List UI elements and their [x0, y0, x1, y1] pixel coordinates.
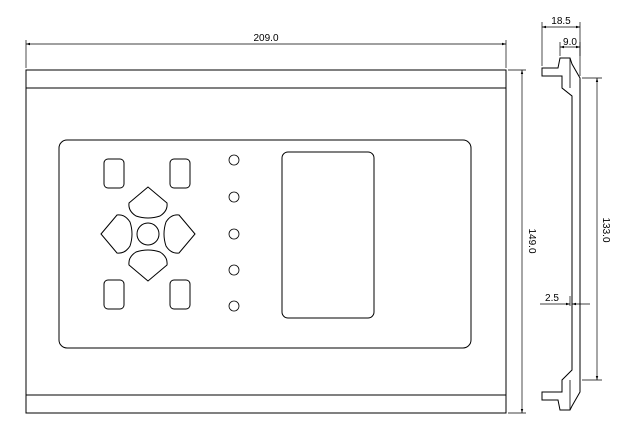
height-dimension-label: 149.0: [526, 228, 537, 253]
function-key-bottom-right: [169, 279, 191, 310]
side-depth-label: 18.5: [551, 16, 571, 27]
lcd-display-window: [281, 151, 375, 319]
side-offset-dimension: 2.5: [540, 293, 590, 306]
led-indicator-4: [228, 264, 240, 276]
width-dimension-label: 209.0: [253, 33, 278, 44]
nav-left-key: [100, 214, 133, 254]
led-indicator-3: [228, 228, 240, 240]
front-outline: [25, 69, 507, 414]
side-flange-dimension: 9.0: [559, 37, 581, 56]
keypad-bezel: [58, 139, 472, 349]
side-offset-label: 2.5: [545, 293, 559, 304]
nav-up-key: [128, 186, 168, 219]
nav-right-key: [163, 214, 196, 254]
side-chamfer-top: [561, 87, 573, 97]
width-dimension: 209.0: [25, 33, 507, 68]
led-indicator-1: [228, 154, 240, 166]
height-dimension: 149.0: [508, 69, 537, 414]
side-flange-label: 9.0: [563, 37, 577, 48]
nav-down-key: [128, 249, 168, 282]
function-key-top-right: [169, 158, 191, 189]
function-key-bottom-left: [103, 279, 125, 310]
side-profile: [541, 57, 581, 411]
function-key-top-left: [103, 158, 125, 189]
led-indicator-2: [228, 191, 240, 203]
side-inner-height-label: 133.0: [600, 217, 611, 242]
side-inner-height-dimension: 133.0: [582, 77, 611, 381]
led-indicator-5: [228, 300, 240, 312]
side-view: [541, 57, 581, 411]
nav-center-key: [136, 222, 160, 246]
front-view: [25, 69, 507, 414]
